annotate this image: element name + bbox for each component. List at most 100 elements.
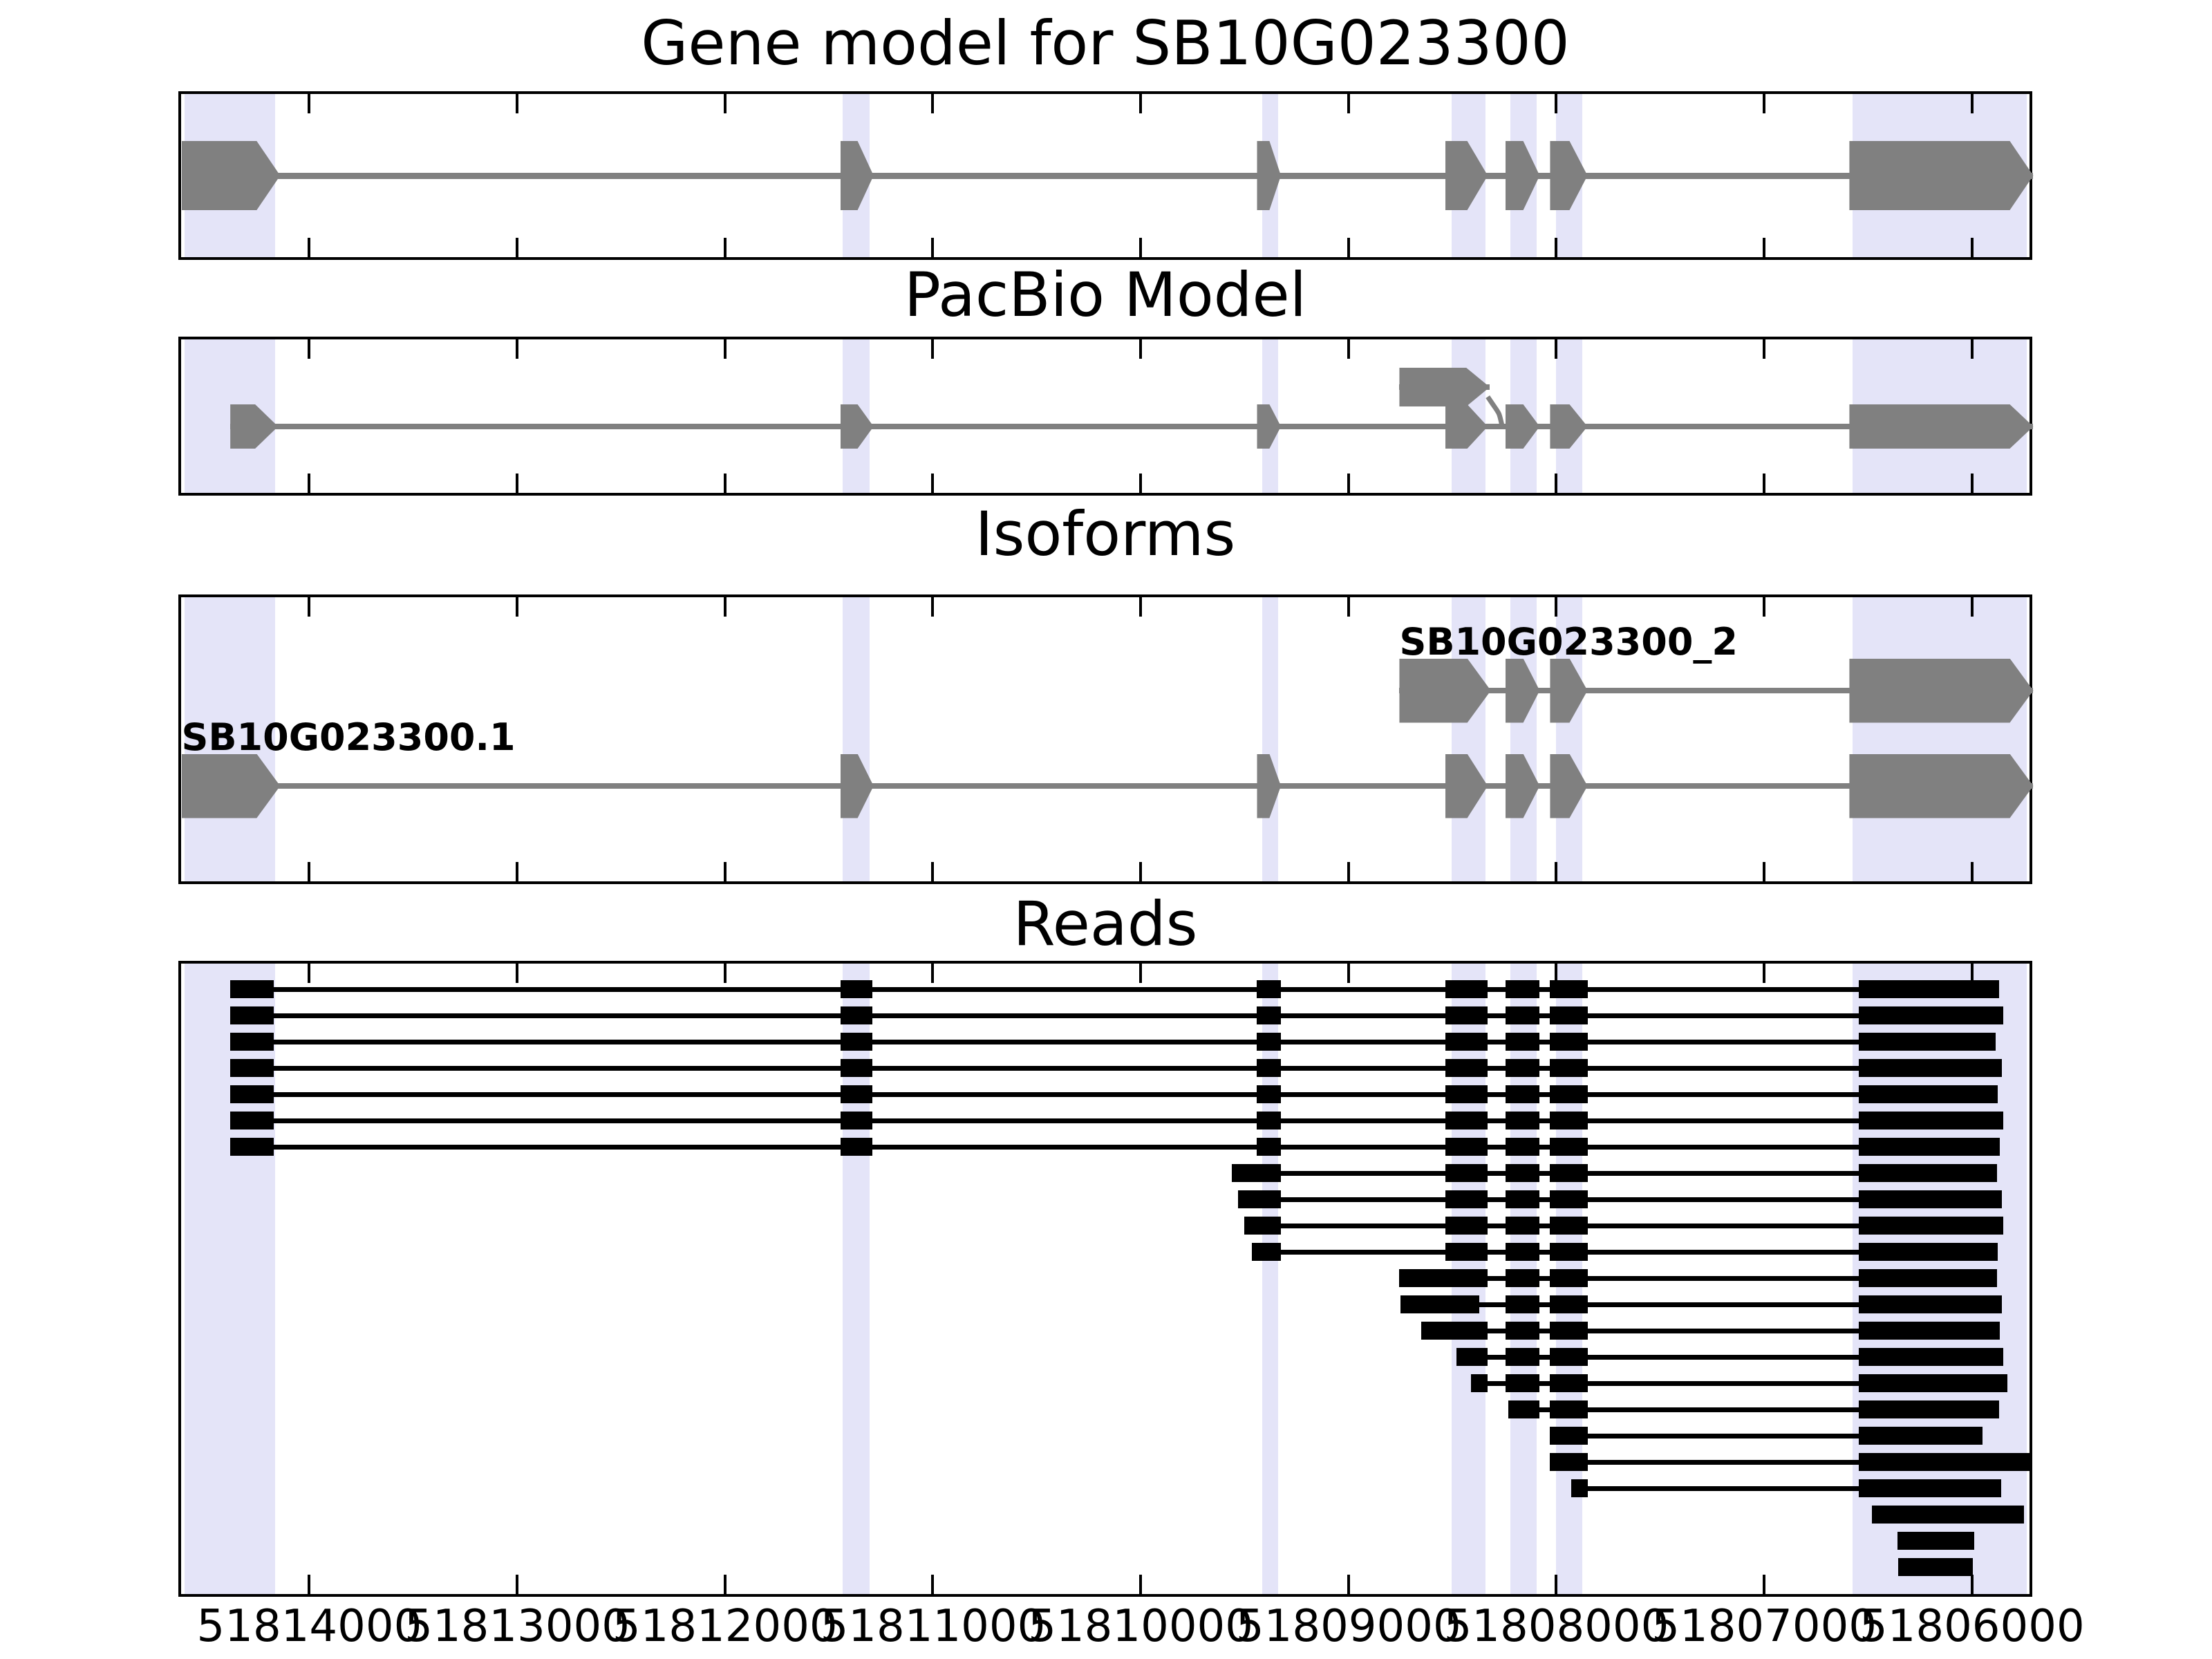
read-line	[1550, 1433, 1983, 1438]
exon-arrow	[1849, 141, 2033, 210]
intron-line	[230, 424, 2034, 429]
read-exon-block	[1858, 1479, 2001, 1497]
read-exon-block	[1550, 1269, 1588, 1287]
tick-mark	[1347, 94, 1350, 113]
tick-mark	[1555, 339, 1558, 359]
read-exon-block	[1550, 1112, 1588, 1130]
read-exon-block	[1445, 1059, 1488, 1077]
highlight-band	[1510, 597, 1537, 881]
read-exon-block	[1508, 1400, 1540, 1418]
read-exon-block	[230, 1033, 274, 1051]
tick-mark	[1970, 1575, 1974, 1594]
read-exon-block	[1550, 1243, 1588, 1261]
tick-mark	[516, 238, 519, 257]
highlight-band	[185, 964, 275, 1594]
read-exon-block	[1550, 1085, 1588, 1103]
read-exon-block	[1550, 1348, 1588, 1366]
read-exon-block	[1858, 1400, 1999, 1418]
read-exon-block	[1550, 1164, 1588, 1182]
read-exon-block	[1550, 1400, 1588, 1418]
read-exon-block	[1898, 1558, 1974, 1576]
read-exon-block	[1445, 1112, 1488, 1130]
x-axis-tick-label: 51808000	[1443, 1601, 1669, 1652]
intron-line	[181, 783, 2034, 789]
read-exon-block	[1238, 1190, 1282, 1208]
read-exon-block	[1445, 1217, 1488, 1235]
x-axis-tick-label: 51814000	[196, 1601, 422, 1652]
splice-connector-path	[1485, 395, 1505, 427]
read-exon-block	[1550, 1295, 1588, 1313]
tick-mark	[516, 597, 519, 617]
read-exon-block	[1257, 1138, 1282, 1156]
read-line	[230, 1039, 1996, 1044]
read-exon-block	[1257, 1033, 1282, 1051]
read-exon-block	[1550, 1427, 1588, 1445]
x-axis-tick-label: 51806000	[1859, 1601, 2085, 1652]
tick-mark	[1139, 238, 1143, 257]
read-exon-block	[1400, 1295, 1480, 1313]
tick-mark	[1555, 862, 1558, 881]
read-exon-block	[230, 1006, 274, 1024]
tick-mark	[308, 1575, 311, 1594]
x-axis-tick-label: 51811000	[820, 1601, 1046, 1652]
read-exon-block	[1471, 1374, 1488, 1392]
tick-mark	[1763, 862, 1766, 881]
highlight-band	[1262, 964, 1278, 1594]
panel-reads	[178, 961, 2032, 1597]
tick-mark	[1347, 474, 1350, 493]
tick-mark	[1970, 862, 1974, 881]
exon-arrow	[182, 754, 281, 818]
read-exon-block	[840, 980, 873, 998]
tick-mark	[723, 862, 727, 881]
tick-mark	[1970, 339, 1974, 359]
read-exon-block	[1550, 1033, 1588, 1051]
read-exon-block	[840, 1112, 873, 1130]
read-exon-block	[1445, 1033, 1488, 1051]
read-exon-block	[1445, 980, 1488, 998]
read-line	[1508, 1407, 1999, 1412]
read-exon-block	[1505, 1059, 1540, 1077]
read-exon-block	[1505, 980, 1540, 998]
read-line	[1456, 1354, 2003, 1360]
tick-mark	[308, 862, 311, 881]
read-exon-block	[230, 1112, 274, 1130]
splice-connector	[1485, 395, 1505, 427]
read-exon-block	[1445, 1190, 1488, 1208]
read-exon-block	[1858, 1427, 1983, 1445]
read-exon-block	[1257, 1085, 1282, 1103]
read-exon-block	[840, 1033, 873, 1051]
read-exon-block	[1858, 980, 1999, 998]
read-line	[230, 1013, 2003, 1018]
read-exon-block	[1858, 1190, 2003, 1208]
read-exon-block	[1505, 1295, 1540, 1313]
tick-mark	[1970, 94, 1974, 113]
read-exon-block	[840, 1085, 873, 1103]
read-exon-block	[1872, 1506, 2024, 1524]
tick-mark	[1347, 964, 1350, 983]
tick-mark	[931, 862, 935, 881]
tick-mark	[516, 1575, 519, 1594]
read-exon-block	[1421, 1322, 1488, 1340]
panel-title-gene-model: Gene model for SB10G023300	[641, 8, 1570, 79]
read-exon-block	[1257, 980, 1282, 998]
read-exon-block	[1858, 1217, 2003, 1235]
read-exon-block	[1257, 1112, 1282, 1130]
tick-mark	[1970, 597, 1974, 617]
read-line	[1400, 1302, 2003, 1307]
tick-mark	[308, 964, 311, 983]
read-exon-block	[1505, 1243, 1540, 1261]
panel-gene-model	[178, 91, 2032, 260]
tick-mark	[308, 474, 311, 493]
read-exon-block	[1505, 1164, 1540, 1182]
read-line	[1238, 1197, 2003, 1202]
tick-mark	[723, 597, 727, 617]
tick-mark	[1763, 1575, 1766, 1594]
read-exon-block	[1456, 1348, 1488, 1366]
read-exon-block	[1445, 1085, 1488, 1103]
tick-mark	[516, 862, 519, 881]
tick-mark	[1555, 474, 1558, 493]
isoform-label: SB10G023300_2	[1399, 619, 1738, 664]
read-exon-block	[1244, 1217, 1282, 1235]
panel-pacbio-model	[178, 337, 2032, 496]
read-exon-block	[1897, 1532, 1974, 1550]
